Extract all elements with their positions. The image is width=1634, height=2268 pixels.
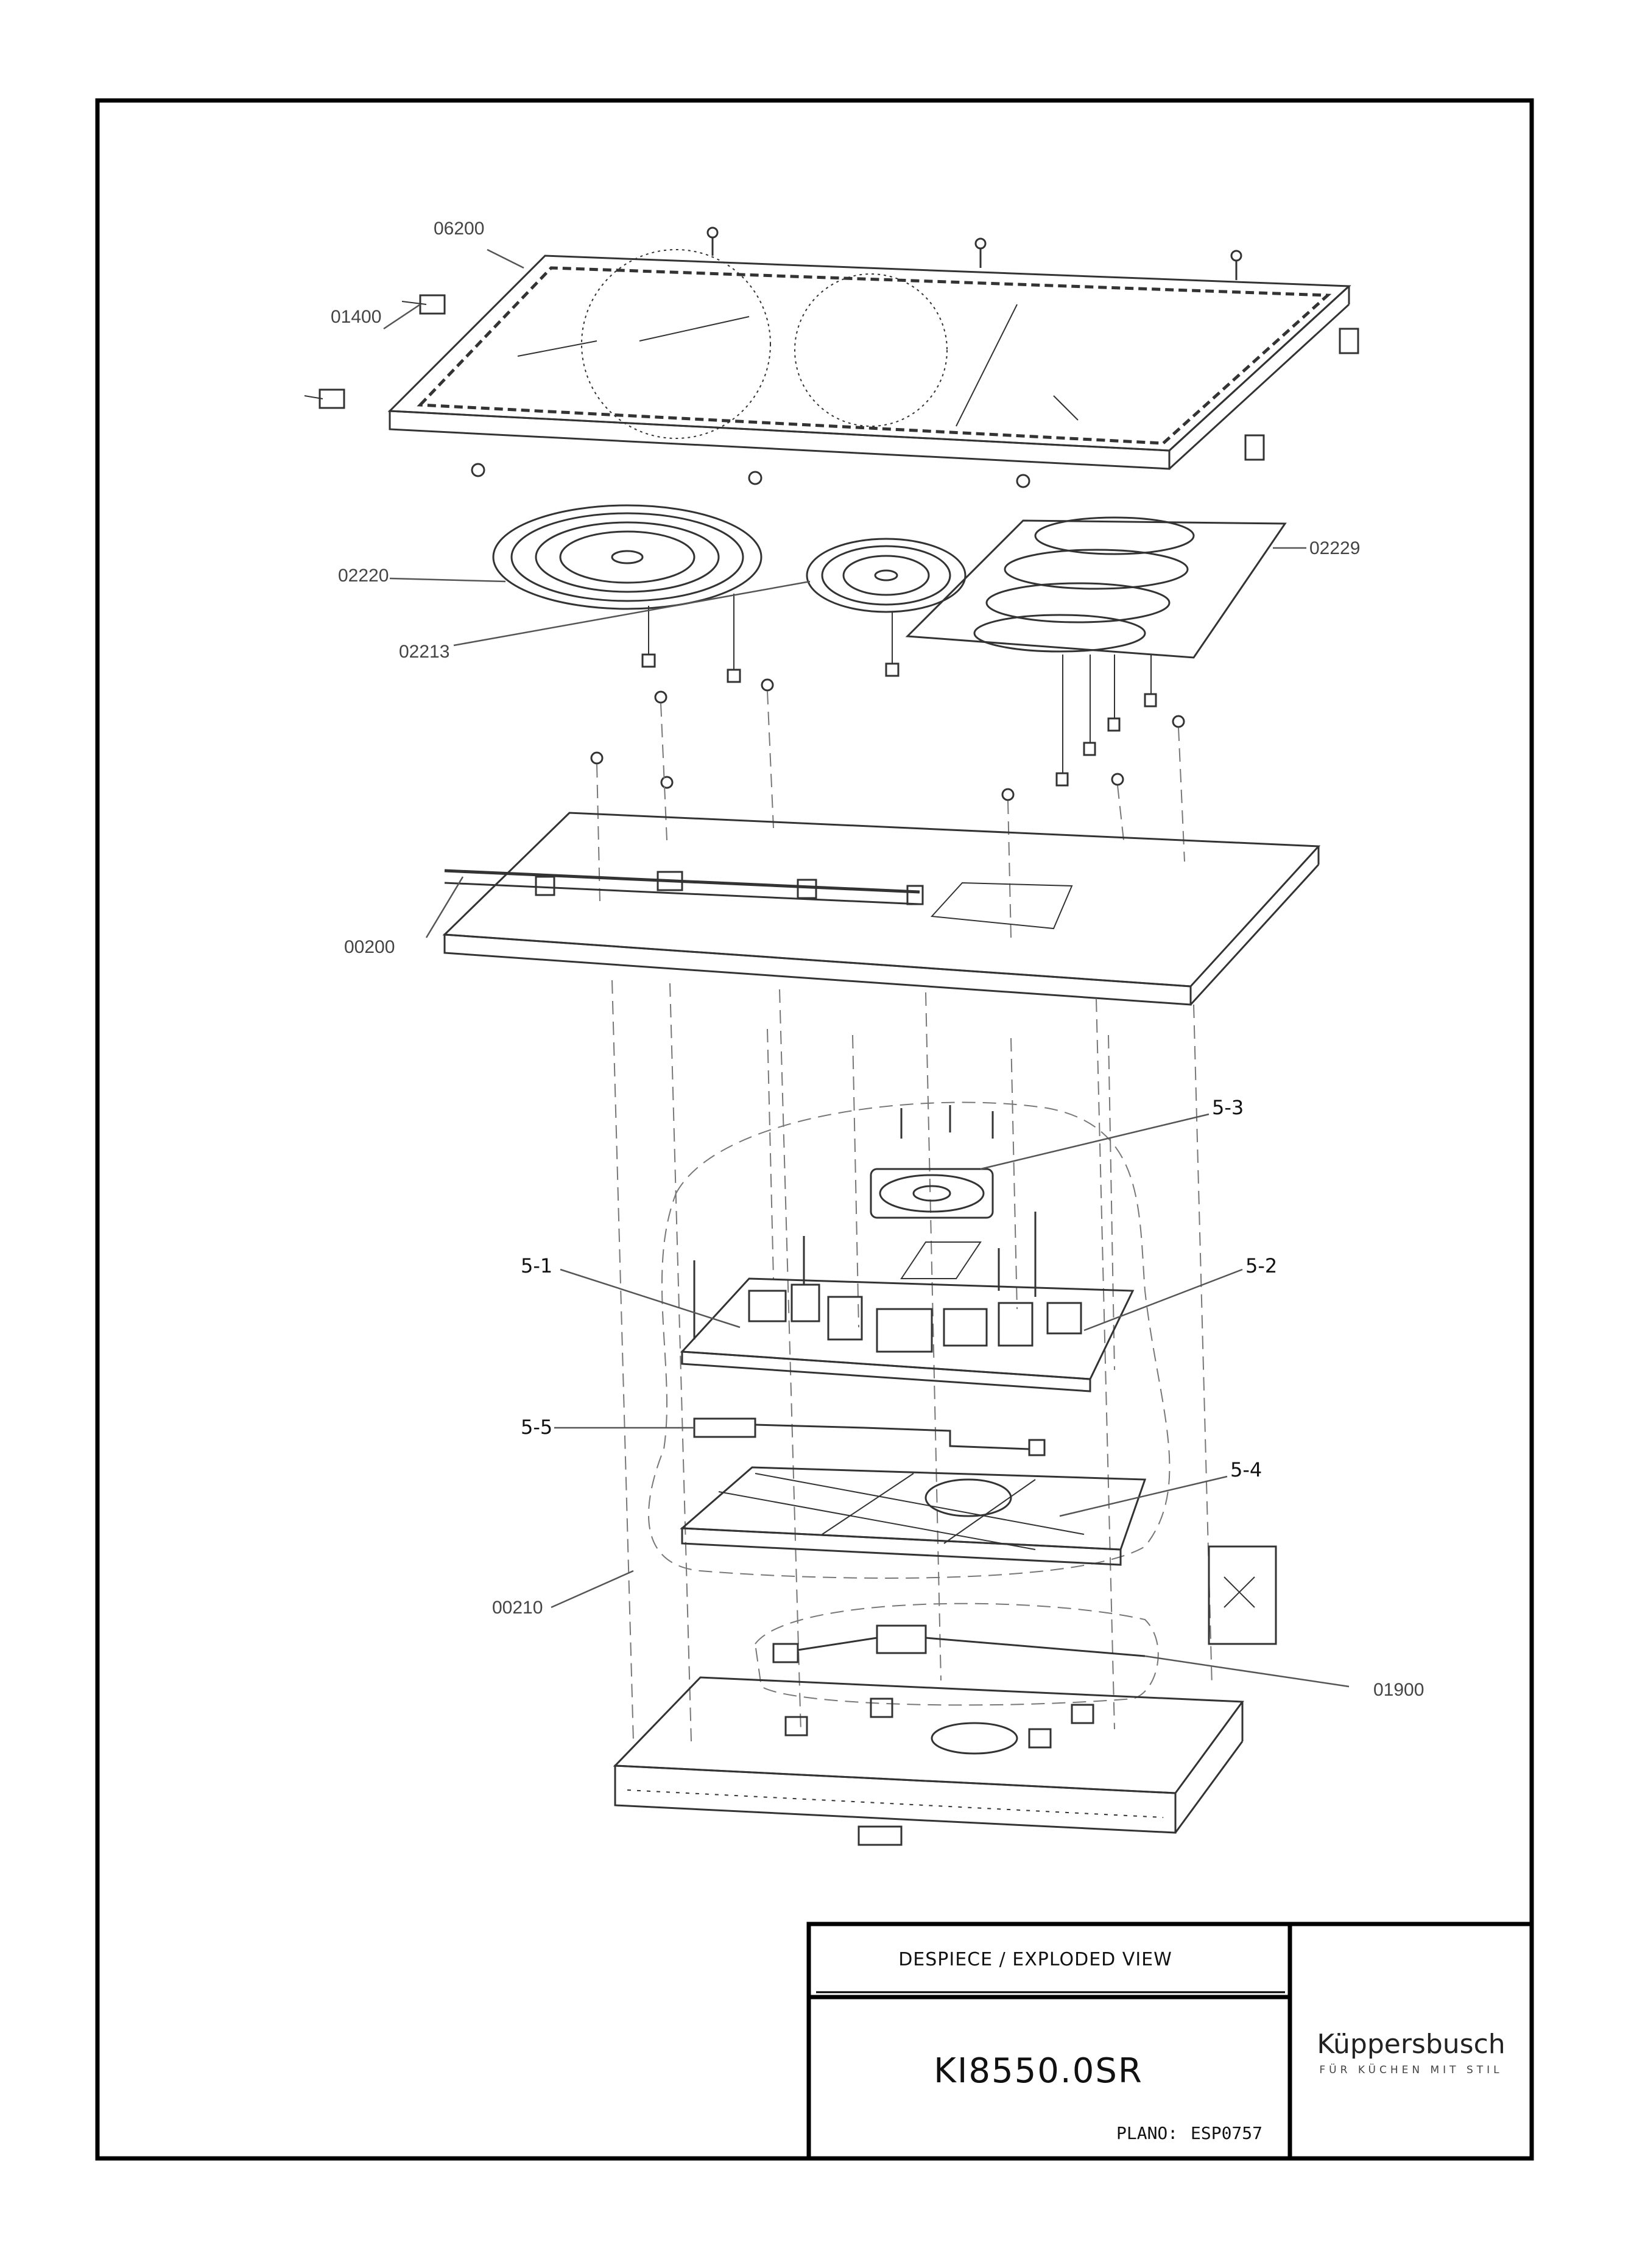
board-support-tray (680, 1466, 1147, 1566)
leader-lines (383, 248, 1350, 1688)
glass-top-frame (304, 226, 1359, 488)
label-02213: 02213 (399, 642, 449, 662)
label-01900: 01900 (1373, 1680, 1424, 1700)
fixing-screws-upper (590, 678, 1185, 938)
drawing-frame (95, 98, 1534, 2161)
model-number: KI8550.0SR (934, 2051, 1143, 2091)
label-02220: 02220 (338, 566, 389, 586)
label-02229: 02229 (1309, 538, 1360, 558)
title-block-heading: DESPIECE / EXPLODED VIEW (898, 1949, 1172, 1970)
label-00210: 00210 (492, 1598, 543, 1618)
plano-number: ESP0757 (1191, 2123, 1262, 2143)
brand-logo: Küppersbusch (1317, 2029, 1505, 2060)
power-board (680, 1212, 1135, 1392)
bottom-housing (613, 1676, 1244, 1846)
induction-coil-small (806, 538, 967, 677)
label-5-2: 5-2 (1245, 1254, 1277, 1277)
label-06200: 06200 (434, 219, 484, 239)
wiring-harness (693, 1417, 1046, 1456)
label-00200: 00200 (344, 937, 395, 957)
cooling-fan (870, 1105, 994, 1219)
label-5-5: 5-5 (521, 1416, 552, 1439)
label-5-1: 5-1 (521, 1254, 552, 1277)
label-5-4: 5-4 (1230, 1458, 1262, 1481)
label-01400: 01400 (331, 307, 381, 327)
plano-label: PLANO: (1116, 2123, 1178, 2143)
brand-tagline: FÜR KÜCHEN MIT STIL (1319, 2063, 1502, 2076)
terminal-block (754, 1545, 1277, 1706)
electronics-group-outline (648, 1101, 1171, 1579)
assembly-dashed-lines (611, 980, 1213, 1742)
support-plate (442, 812, 1321, 1006)
flexi-zone-coils (905, 516, 1287, 787)
title-block (806, 1922, 1532, 2158)
label-5-3: 5-3 (1212, 1096, 1244, 1119)
induction-coil-large (492, 504, 762, 683)
